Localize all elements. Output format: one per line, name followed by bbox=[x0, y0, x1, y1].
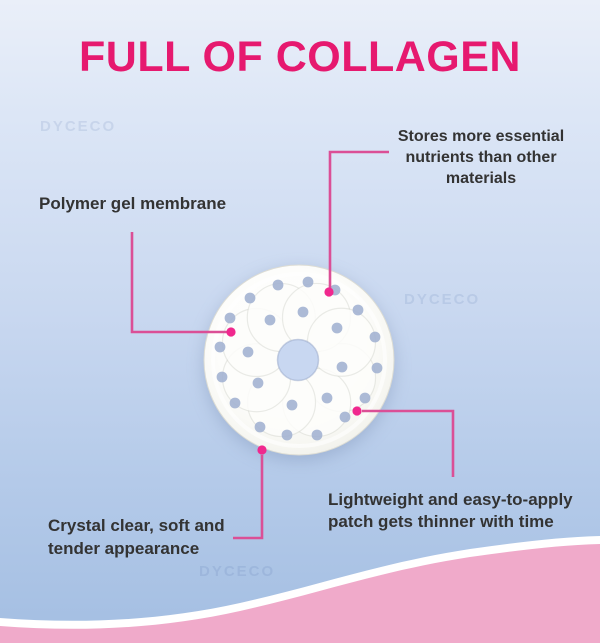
watermark: DYCECO bbox=[40, 118, 117, 135]
page-title: FULL OF COLLAGEN bbox=[79, 33, 521, 81]
disc-petal-texture bbox=[221, 282, 377, 438]
callout-lightweight-patch: Lightweight and easy-to-apply patch gets… bbox=[328, 490, 573, 531]
callout-crystal-clear: Crystal clear, soft and tender appearanc… bbox=[48, 516, 225, 558]
callout-polymer-gel-membrane: Polymer gel membrane bbox=[39, 194, 227, 213]
product-disc-image bbox=[203, 264, 395, 456]
callout-stores-nutrients: Stores more essential nutrients than oth… bbox=[397, 128, 565, 187]
disc-center-hole bbox=[276, 338, 320, 382]
wave-pink-fill bbox=[0, 544, 600, 643]
disc-perforations bbox=[214, 276, 383, 441]
watermark: DYCECO bbox=[404, 291, 481, 308]
watermark: DYCECO bbox=[199, 563, 276, 580]
bottom-wave bbox=[0, 536, 600, 643]
